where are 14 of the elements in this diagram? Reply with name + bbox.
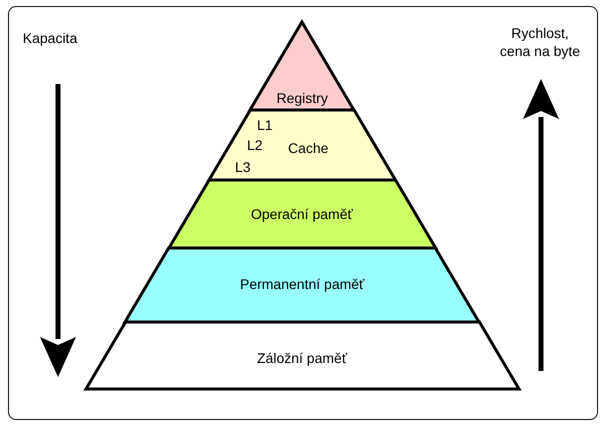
layer-label: Operační paměť	[250, 206, 353, 222]
pyramid-layer	[168, 180, 436, 248]
layer-label: L3	[234, 159, 251, 175]
layer-label: L2	[246, 137, 263, 153]
axis-label: Kapacita	[22, 29, 78, 47]
pyramid-layer	[125, 248, 479, 322]
layer-label: Cache	[288, 140, 328, 156]
pyramid-layer	[208, 110, 396, 180]
layer-label: Permanentní paměť	[240, 276, 364, 292]
layer-label: Záložní paměť	[257, 350, 348, 366]
axis-label: Rychlost, cena na byte	[498, 24, 582, 60]
layer-label: L1	[256, 117, 273, 133]
layer-label: Registry	[276, 90, 328, 106]
pyramid-top-triangle	[250, 22, 354, 110]
